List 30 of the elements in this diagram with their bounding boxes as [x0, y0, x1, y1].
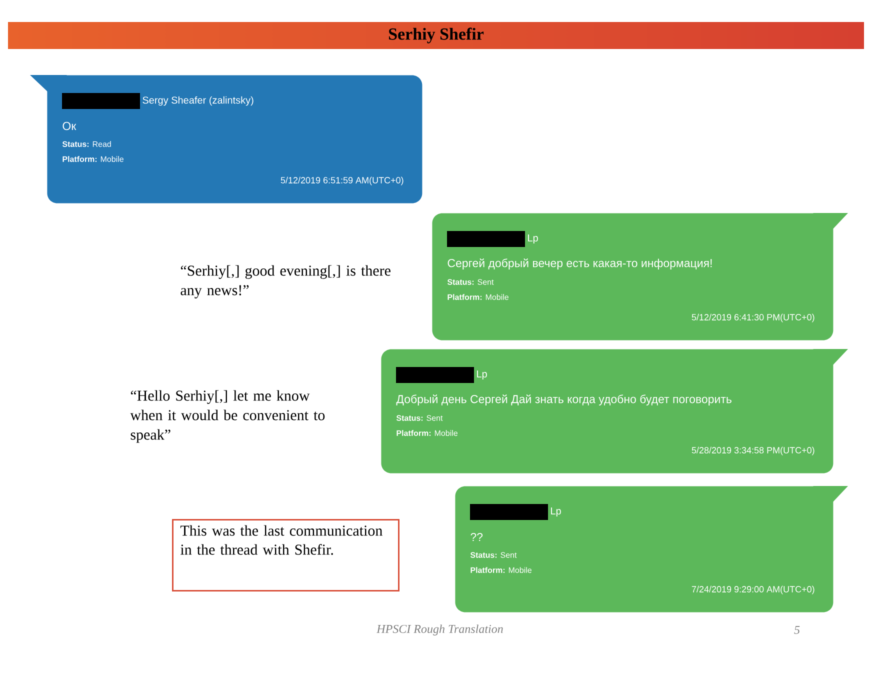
message-text: ??	[470, 533, 483, 542]
platform-text: Platform: Mobile	[470, 567, 532, 573]
message-bubble	[432, 213, 848, 340]
message-bubble	[381, 349, 848, 474]
timestamp: 5/12/2019 6:51:59 AM(UTC+0)	[280, 176, 404, 186]
title: Serhiy Shefir	[389, 28, 484, 44]
platform-text: Platform: Mobile	[396, 430, 458, 436]
translation-text: “Serhiy[,] good evening[,] is there any news!”	[180, 265, 390, 298]
message-bubble	[30, 75, 422, 204]
timestamp: 5/28/2019 3:34:58 PM(UTC+0)	[692, 446, 814, 456]
timestamp: 5/12/2019 6:41:30 PM(UTC+0)	[692, 314, 814, 322]
status-text: Status: Sent	[447, 279, 494, 285]
message-text: Сергей добрый вечер есть какая-то информация!	[448, 258, 712, 270]
message-text: Добрый день Сергей Дай знать когда удобно будет поговорить	[396, 394, 732, 406]
status-text: Status: Read	[62, 141, 111, 147]
note-box: This was the last communication in the thread with Shefir.	[172, 519, 400, 592]
footer-text: HPSCI Rough Translation	[376, 624, 503, 636]
status-text: Status: Sent	[396, 415, 443, 421]
message-bubble	[455, 486, 848, 612]
platform-text: Platform: Mobile	[448, 294, 508, 300]
platform-text: Platform: Mobile	[62, 156, 124, 162]
status-text: Status: Sent	[470, 552, 517, 558]
message-text: Ок	[62, 122, 76, 130]
page-number: 5	[794, 626, 800, 634]
sender-name: Lp	[551, 508, 561, 516]
sender-name: Sergy Sheafer (zalintsky)	[142, 96, 254, 106]
sender-name: Lp	[528, 234, 538, 244]
translation-text: “Hello Serhiy[,] let me know when it would be convenient to speak”	[130, 390, 325, 443]
sender-name: Lp	[477, 370, 487, 380]
timestamp: 7/24/2019 9:29:00 AM(UTC+0)	[692, 586, 814, 594]
